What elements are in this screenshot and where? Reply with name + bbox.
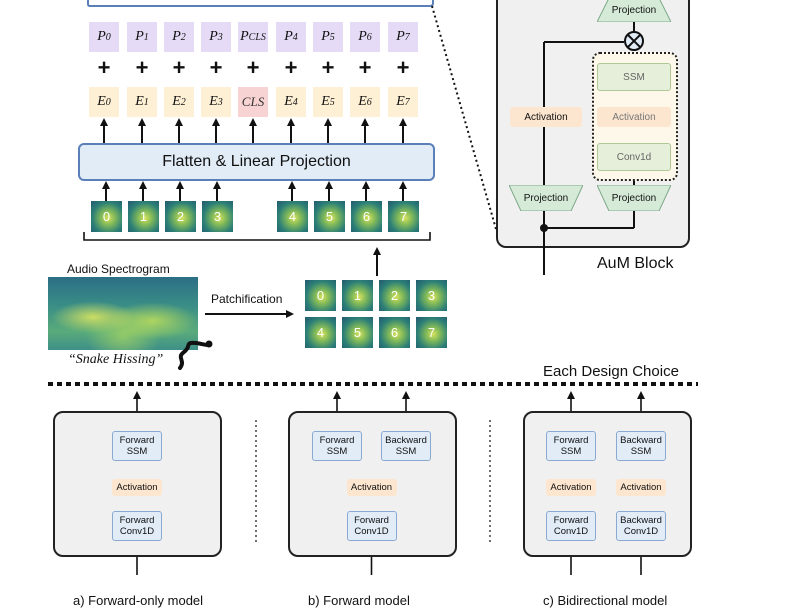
aum-activation-inner: Activation <box>597 107 671 127</box>
design-choice-label: Each Design Choice <box>543 363 679 380</box>
plus-sign: + <box>246 55 260 80</box>
plus-sign: + <box>97 55 111 80</box>
plus-sign: + <box>284 55 298 80</box>
plus-sign: + <box>321 55 335 80</box>
patch-4: 4 <box>277 201 308 232</box>
grid-patch-2: 2 <box>379 280 410 311</box>
ssm-block: Forward SSM <box>112 431 162 461</box>
e-token-4: CLS <box>238 87 268 117</box>
aum-projection-right: Projection <box>597 185 671 211</box>
grid-patch-4: 4 <box>305 317 336 348</box>
aum-conv1d: Conv1d <box>597 143 671 171</box>
patch-5: 5 <box>314 201 345 232</box>
patch-3: 3 <box>202 201 233 232</box>
variant-caption: a) Forward-only model <box>73 593 204 608</box>
flatten-linear-projection: Flatten & Linear Projection <box>78 143 435 181</box>
conv1d-block: Forward Conv1D <box>112 511 162 541</box>
grid-patch-6: 6 <box>379 317 410 348</box>
activation-block: Activation <box>616 479 666 496</box>
spectrogram-title: Audio Spectrogram <box>67 262 170 276</box>
plus-sign: + <box>396 55 410 80</box>
grid-patch-5: 5 <box>342 317 373 348</box>
snake-icon <box>178 340 213 370</box>
ssm-block: Backward SSM <box>616 431 666 461</box>
aum-block-title: AuM Block <box>597 255 674 272</box>
conv1d-block: Forward Conv1D <box>546 511 596 541</box>
activation-block: Activation <box>546 479 596 496</box>
ssm-block: Backward SSM <box>381 431 431 461</box>
variant-caption: b) Forward model <box>308 593 410 608</box>
patch-0: 0 <box>91 201 122 232</box>
patch-1: 1 <box>128 201 159 232</box>
plus-sign: + <box>209 55 223 80</box>
activation-block: Activation <box>346 479 397 496</box>
aum-activation-left: Activation <box>510 107 582 127</box>
ssm-block: Forward SSM <box>312 431 362 461</box>
plus-sign: + <box>358 55 372 80</box>
aum-projection-left: Projection <box>509 185 583 211</box>
activation-block: Activation <box>112 479 162 496</box>
patchification-label: Patchification <box>211 292 283 306</box>
grid-patch-3: 3 <box>416 280 447 311</box>
plus-sign: + <box>172 55 186 80</box>
ssm-block: Forward SSM <box>546 431 596 461</box>
conv1d-block: Backward Conv1D <box>616 511 666 541</box>
patch-7: 7 <box>388 201 419 232</box>
aum-projection-top: Projection <box>597 0 671 22</box>
conv1d-block: Forward Conv1D <box>346 511 397 541</box>
spectrogram-caption: “Snake Hissing” <box>68 352 164 367</box>
plus-sign: + <box>135 55 149 80</box>
variant-caption: c) Bidirectional model <box>543 593 668 608</box>
grid-patch-1: 1 <box>342 280 373 311</box>
audio-spectrogram-image <box>48 277 198 350</box>
patch-6: 6 <box>351 201 382 232</box>
grid-patch-0: 0 <box>305 280 336 311</box>
patch-2: 2 <box>165 201 196 232</box>
aum-ssm: SSM <box>597 63 671 91</box>
grid-patch-7: 7 <box>416 317 447 348</box>
